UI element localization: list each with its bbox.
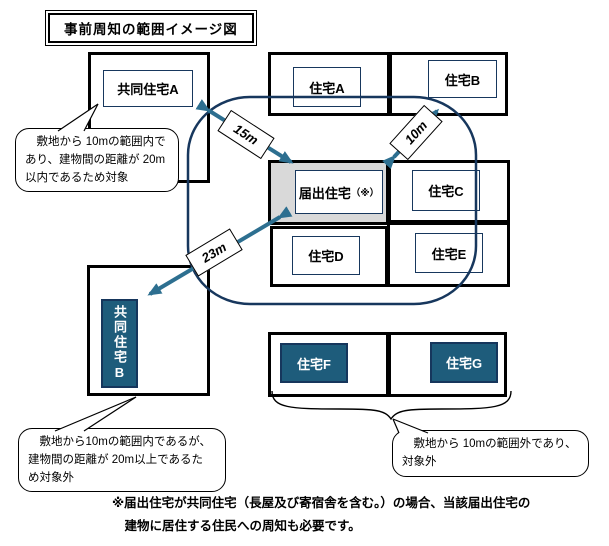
building-house-b: 住宅B (428, 60, 497, 98)
building-apartment-b: 共同住宅B (101, 299, 138, 388)
building-notified-house: 届出住宅（※） (295, 170, 383, 214)
building-apartment-a: 共同住宅A (103, 70, 193, 107)
distance-label-15m: 15m (217, 109, 275, 160)
diagram-title-box: 事前周知の範囲イメージ図 (45, 10, 257, 46)
callout-apartment-a: 敷地から 10mの範囲内で あり、建物間の距離が 20m 以内であるため対象 (15, 128, 179, 193)
callout-houses-fg-line2: 対象外 (402, 455, 437, 468)
distance-label-23m: 23m (185, 228, 243, 277)
building-house-d: 住宅D (292, 236, 360, 275)
callout-apartment-a-line2: あり、建物間の距離が 20m (25, 153, 166, 166)
notified-house-label: 届出住宅 (298, 185, 351, 201)
building-house-f: 住宅F (280, 343, 348, 383)
building-house-e: 住宅E (415, 233, 483, 273)
building-house-a: 住宅A (293, 67, 361, 107)
building-house-g: 住宅G (430, 342, 498, 383)
callout-apartment-a-line3: 以内であるため対象 (25, 171, 129, 184)
footnote-line2: 建物に居住する住民への周知も必要です。 (124, 518, 361, 533)
building-house-c: 住宅C (412, 170, 480, 211)
callout-apartment-b-line1: 敷地から10mの範囲内であるが、 (39, 436, 212, 448)
footnote-line1: ※届出住宅が共同住宅（長屋及び寄宿舎を含む。）の場合、当該届出住宅の (112, 496, 531, 510)
tail-apartment-b (55, 397, 136, 431)
callout-apartment-b: 敷地から10mの範囲内であるが、 建物間の距離が 20m以上であるた め対象外 (18, 428, 226, 493)
callout-houses-fg: 敷地から 10mの範囲外であり、 対象外 (392, 430, 589, 477)
callout-houses-fg-line1: 敷地から 10mの範囲外であり、 (413, 438, 577, 450)
callout-apartment-a-line1: 敷地から 10mの範囲内で (36, 136, 166, 148)
callout-apartment-b-line3: め対象外 (28, 471, 74, 484)
diagram-title: 事前周知の範囲イメージ図 (48, 13, 254, 43)
footnote: ※届出住宅が共同住宅（長屋及び寄宿舎を含む。）の場合、当該届出住宅の 建物に居住… (112, 492, 592, 537)
notified-house-asterisk: （※） (350, 188, 380, 199)
callout-apartment-b-line2: 建物間の距離が 20m以上であるた (28, 453, 203, 466)
